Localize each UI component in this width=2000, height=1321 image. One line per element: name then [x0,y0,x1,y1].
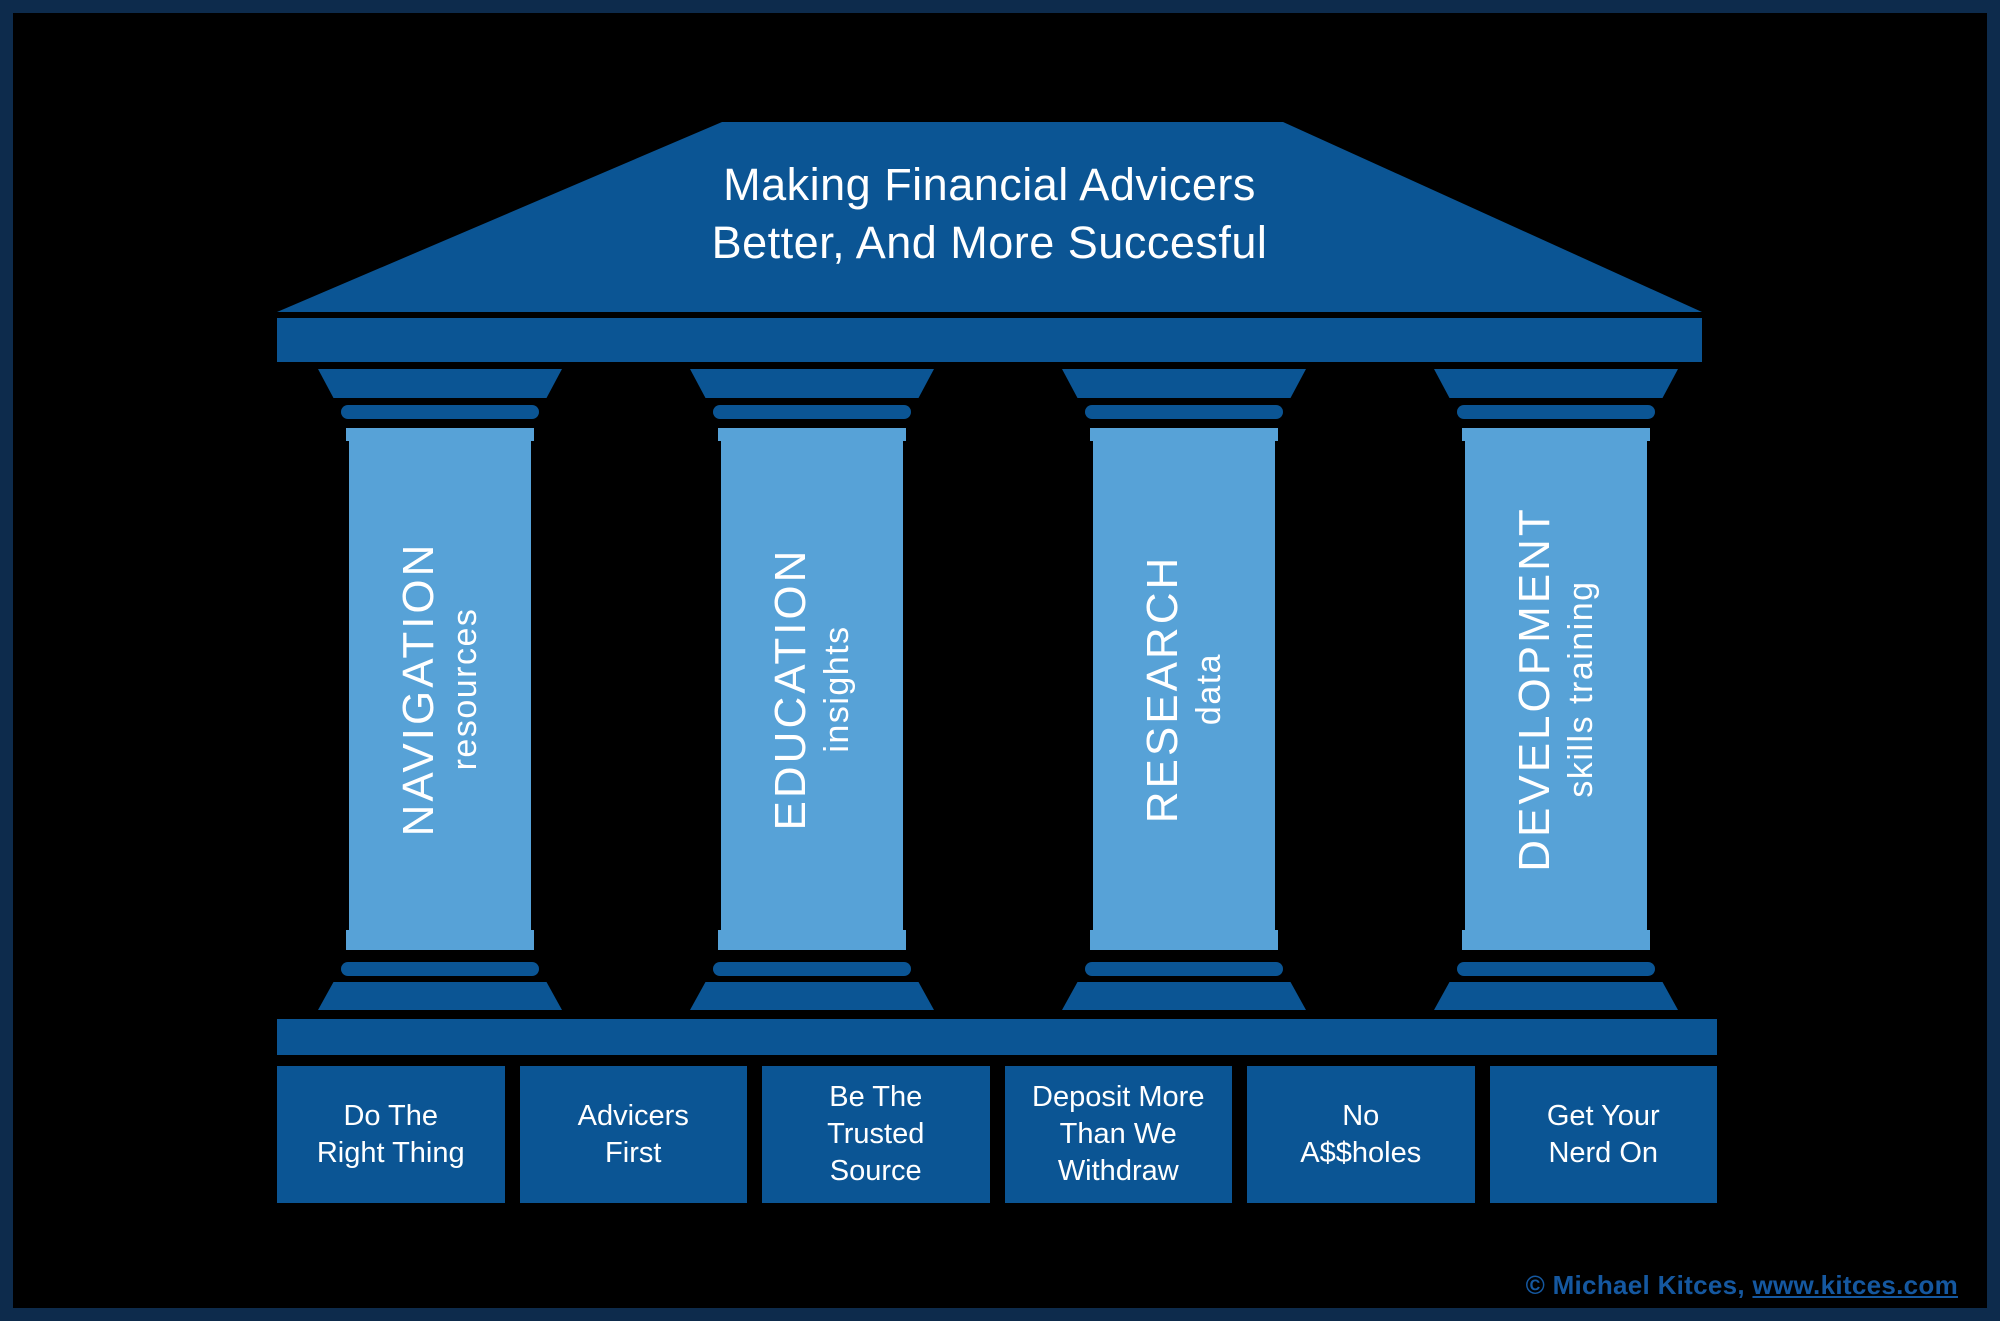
foundation-block-get-your-nerd-on: Get Your Nerd On [1489,1066,1717,1203]
pillar-sublabel: skills training [1562,580,1600,798]
copyright-link[interactable]: www.kitces.com [1752,1270,1958,1300]
shaft-cap-top [718,428,906,441]
pillar-base [1434,982,1678,1010]
foundation-blocks: Do The Right Thing Advicers First Be The… [277,1066,1717,1203]
foundation-beam [277,1019,1717,1055]
capital-collar [713,405,911,419]
shaft-cap-top [1462,428,1650,441]
foundation-block-do-the-right-thing: Do The Right Thing [277,1066,505,1203]
pediment-roof: Making Financial Advicers Better, And Mo… [277,122,1702,312]
foundation-block-be-the-trusted-source: Be The Trusted Source [762,1066,990,1203]
base-collar [341,962,539,976]
pillar-shaft [1465,441,1647,930]
shaft-cap-bottom [1462,930,1650,950]
shaft-cap-bottom [1090,930,1278,950]
pillar-research: RESEARCH data [1062,369,1306,1010]
pillar-capital [1062,369,1306,398]
shaft-cap-bottom [346,930,534,950]
roof-title: Making Financial Advicers Better, And Mo… [711,159,1268,268]
pillar-sublabel: resources [446,607,484,771]
pillar-shaft [349,441,531,930]
copyright-text: © Michael Kitces, www.kitces.com [1526,1270,1958,1301]
pillar-label-group: NAVIGATION resources [349,428,531,950]
pillar-base [318,982,562,1010]
pillar-base [1062,982,1306,1010]
shaft-cap-bottom [718,930,906,950]
pillar-capital [318,369,562,398]
capital-collar [341,405,539,419]
pillar-label: DEVELOPMENT [1510,506,1559,872]
pillar-label-group: RESEARCH data [1093,428,1275,950]
foundation-block-advicers-first: Advicers First [519,1066,747,1203]
pillar-label-group: EDUCATION insights [721,428,903,950]
pillar-label: RESEARCH [1138,554,1187,824]
base-collar [713,962,911,976]
capital-collar [1085,405,1283,419]
copyright-prefix: © Michael Kitces, [1525,1270,1753,1300]
entablature-beam [277,318,1702,362]
foundation-block-no-assholes: No A$$holes [1247,1066,1475,1203]
pillar-label: NAVIGATION [394,541,443,837]
pillar-base [690,982,934,1010]
foundation-block-deposit-more-than-we-withdraw: Deposit More Than We Withdraw [1004,1066,1232,1203]
shaft-cap-top [346,428,534,441]
capital-collar [1457,405,1655,419]
pillar-navigation: NAVIGATION resources [318,369,562,1010]
pillar-label: EDUCATION [766,547,815,831]
pillar-capital [1434,369,1678,398]
pillar-label-group: DEVELOPMENT skills training [1465,428,1647,950]
pillar-capital [690,369,934,398]
pillar-education: EDUCATION insights [690,369,934,1010]
base-collar [1457,962,1655,976]
base-collar [1085,962,1283,976]
shaft-cap-top [1090,428,1278,441]
pillar-development: DEVELOPMENT skills training [1434,369,1678,1010]
pillar-shaft [1093,441,1275,930]
pillar-shaft [721,441,903,930]
pillar-sublabel: data [1190,652,1228,726]
pillar-sublabel: insights [818,625,856,753]
